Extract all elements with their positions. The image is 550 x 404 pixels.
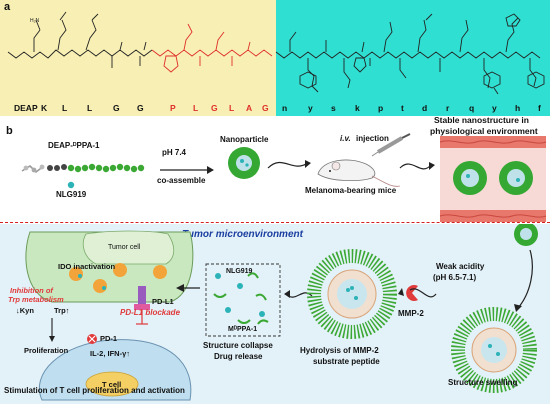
hydrolysis-label-line2: substrate peptide bbox=[313, 357, 380, 366]
injection-label: injection bbox=[356, 134, 389, 143]
tme-title: Tumor microenvironment bbox=[182, 229, 303, 240]
seq-residue: s bbox=[331, 103, 336, 113]
legend-nlg919: NLG919 bbox=[226, 268, 253, 275]
seq-residue: r bbox=[446, 103, 450, 113]
trp-label: Trp↑ bbox=[54, 306, 70, 315]
seq-residue: G bbox=[113, 103, 120, 113]
seq-residue: L bbox=[193, 103, 199, 113]
pd-l1-receptor bbox=[138, 286, 146, 304]
seq-residue: n bbox=[282, 103, 288, 113]
seq-residue: A bbox=[246, 103, 253, 113]
panel-b-top-graphics bbox=[21, 133, 547, 222]
t-cell bbox=[38, 334, 192, 401]
seq-residue: y bbox=[308, 103, 313, 113]
inhibition-label-line1: Inhibition of bbox=[10, 286, 53, 295]
hydrolysis-particle bbox=[307, 249, 397, 339]
blood-vessel bbox=[439, 136, 547, 222]
proliferation-label: Proliferation bbox=[24, 346, 69, 355]
kyn-label: ↓Kyn bbox=[16, 306, 34, 315]
tumor-cell-label: Tumor cell bbox=[108, 244, 141, 251]
iv-label: i.v. bbox=[340, 134, 351, 143]
seq-residue: q bbox=[469, 103, 475, 113]
hydrolysis-label-line1: Hydrolysis of MMP-2 bbox=[300, 346, 379, 355]
ph-label: pH 7.4 bbox=[162, 148, 187, 157]
svg-text:H₂N: H₂N bbox=[30, 18, 40, 24]
nanoparticle bbox=[228, 147, 260, 179]
mice-label: Melanoma-bearing mice bbox=[305, 186, 397, 195]
seq-deap: DEAP bbox=[14, 103, 38, 113]
coassemble-label: co-assemble bbox=[157, 176, 206, 185]
t-cell-label: T cell bbox=[102, 380, 122, 389]
swelling-particle bbox=[451, 307, 537, 393]
pd-1-label: PD-1 bbox=[100, 334, 118, 343]
seq-residue: p bbox=[378, 103, 384, 113]
panel-a-left-background bbox=[0, 0, 276, 116]
pd-l1-label: PD-L1 bbox=[152, 297, 174, 306]
cytokine-label: IL-2, IFN-γ↑ bbox=[90, 349, 131, 358]
deap-label: DEAP-ᴰPPA-1 bbox=[48, 141, 100, 150]
peptide-structure: H₂N bbox=[7, 11, 545, 95]
stable-label-line2: physiological environment bbox=[430, 126, 538, 136]
panel-a-label: a bbox=[4, 1, 11, 13]
ido-enzyme bbox=[153, 265, 167, 279]
stimulation-label: Stimulation of T cell proliferation and … bbox=[4, 386, 185, 395]
acidity-label-line1: Weak acidity bbox=[436, 262, 485, 271]
ido-enzyme bbox=[113, 263, 127, 277]
seq-residue: L bbox=[87, 103, 93, 113]
nlg919-dot bbox=[67, 181, 75, 189]
seq-residue: K bbox=[41, 103, 48, 113]
seq-residue: P bbox=[170, 103, 176, 113]
acidity-label-line2: (pH 6.5-7.1) bbox=[433, 273, 477, 282]
seq-residue: L bbox=[62, 103, 68, 113]
seq-residue: G bbox=[137, 103, 144, 113]
blockade-label: PD-L1 blockade bbox=[120, 308, 181, 317]
panel-a-right-background bbox=[276, 0, 550, 116]
inhibition-label-line2: Trp metabolism bbox=[8, 295, 64, 304]
ido-label: IDO inactivation bbox=[58, 262, 116, 271]
legend-mppa: MᴰPPA-1 bbox=[228, 326, 258, 333]
seq-residue: L bbox=[229, 103, 235, 113]
ido-enzyme bbox=[93, 279, 107, 293]
nanoparticle-label: Nanoparticle bbox=[220, 135, 269, 144]
syringe-icon bbox=[371, 133, 411, 157]
peptide-molecule bbox=[21, 163, 145, 189]
mmp2-label: MMP-2 bbox=[398, 309, 424, 318]
drug-release-box bbox=[205, 263, 281, 337]
seq-residue: k bbox=[355, 103, 360, 113]
seq-residue: h bbox=[515, 103, 521, 113]
section-divider bbox=[0, 222, 550, 223]
panel-b-label: b bbox=[6, 125, 13, 137]
mmp2-icon bbox=[406, 285, 418, 301]
swelling-label: Structure swelling bbox=[448, 378, 518, 387]
collapse-label-line2: Drug release bbox=[214, 352, 263, 361]
tumor-cell bbox=[25, 230, 194, 310]
nlg919-label: NLG919 bbox=[56, 190, 87, 199]
seq-residue: y bbox=[492, 103, 497, 113]
seq-residue: G bbox=[211, 103, 218, 113]
stable-label-line1: Stable nanostructure in bbox=[434, 115, 529, 125]
seq-residue: G bbox=[262, 103, 269, 113]
seq-residue: d bbox=[422, 103, 428, 113]
mouse-icon bbox=[317, 159, 401, 187]
tme-graphics bbox=[25, 224, 538, 401]
seq-residue: f bbox=[538, 103, 541, 113]
collapse-label-line1: Structure collapse bbox=[203, 341, 273, 350]
seq-residue: t bbox=[401, 103, 404, 113]
